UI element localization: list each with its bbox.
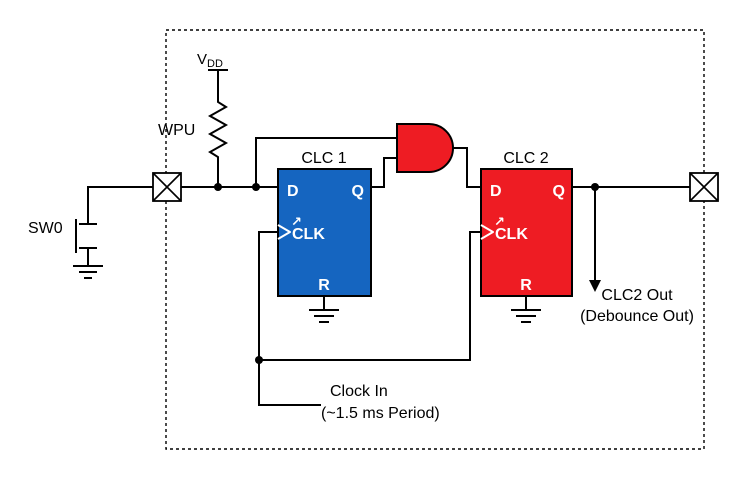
clc2-q-pin-label: Q xyxy=(553,183,565,200)
wpu-resistor-symbol xyxy=(207,97,229,188)
and-gate xyxy=(396,123,454,173)
clc2-title: CLC 2 xyxy=(503,150,548,167)
wire-clock-to-clc2-clk xyxy=(258,231,482,361)
clc1-block xyxy=(277,168,372,297)
sw0-ground-symbol xyxy=(73,247,103,279)
vdd-label: V xyxy=(197,51,207,68)
wpu-label: WPU xyxy=(158,122,195,139)
clc1-title: CLC 1 xyxy=(301,150,346,167)
clc1-d-pin-label: D xyxy=(287,183,299,200)
sw0-label: SW0 xyxy=(28,220,63,237)
wire-d-branch-to-and-input xyxy=(255,137,398,188)
clc2-rising-edge-icon: ↗ xyxy=(494,215,505,230)
right-io-pin-icon xyxy=(689,172,719,202)
clc2-clk-pin-label: CLK xyxy=(495,226,528,243)
vdd-rail-stub xyxy=(208,69,228,99)
junction-dot-clock xyxy=(255,356,263,364)
wire-clc1-q-to-and-input xyxy=(370,157,398,188)
clc2-d-pin-label: D xyxy=(490,183,502,200)
clc2-block xyxy=(480,168,573,297)
clc1-r-pin-label: R xyxy=(318,277,330,294)
clc1-clk-pin-label: CLK xyxy=(292,226,325,243)
left-io-pin-cross xyxy=(152,172,182,202)
clc2-r-pin-label: R xyxy=(520,277,532,294)
junction-dot-wpu xyxy=(214,183,222,191)
clock-in-label-line1: Clock In xyxy=(330,383,388,400)
clc2-ground-symbol xyxy=(511,295,541,323)
wire-clock-to-clc1-clk xyxy=(258,231,321,406)
clc1-q-pin-label: Q xyxy=(352,183,364,200)
vdd-label-sub: DD xyxy=(207,58,223,70)
right-io-pin-cross xyxy=(689,172,719,202)
clc2-out-label-line2: (Debounce Out) xyxy=(580,308,694,325)
wire-and-output-to-clc2-d xyxy=(452,147,482,188)
clc1-ground-symbol xyxy=(309,295,339,323)
device-boundary-outline xyxy=(165,29,705,450)
left-io-pin-icon xyxy=(152,172,182,202)
clc2-clk-triangle-icon xyxy=(480,224,494,240)
clc2-out-arrowhead xyxy=(589,280,601,292)
clc2-out-label-line1: CLC2 Out xyxy=(601,287,673,304)
junction-dot-output xyxy=(591,183,599,191)
junction-dot-and-branch xyxy=(252,183,260,191)
sw0-pushbutton-symbol xyxy=(75,186,97,253)
clock-in-label-line2: (~1.5 ms Period) xyxy=(321,405,440,422)
clc1-rising-edge-icon: ↗ xyxy=(291,215,302,230)
clc1-clk-triangle-icon xyxy=(277,224,291,240)
